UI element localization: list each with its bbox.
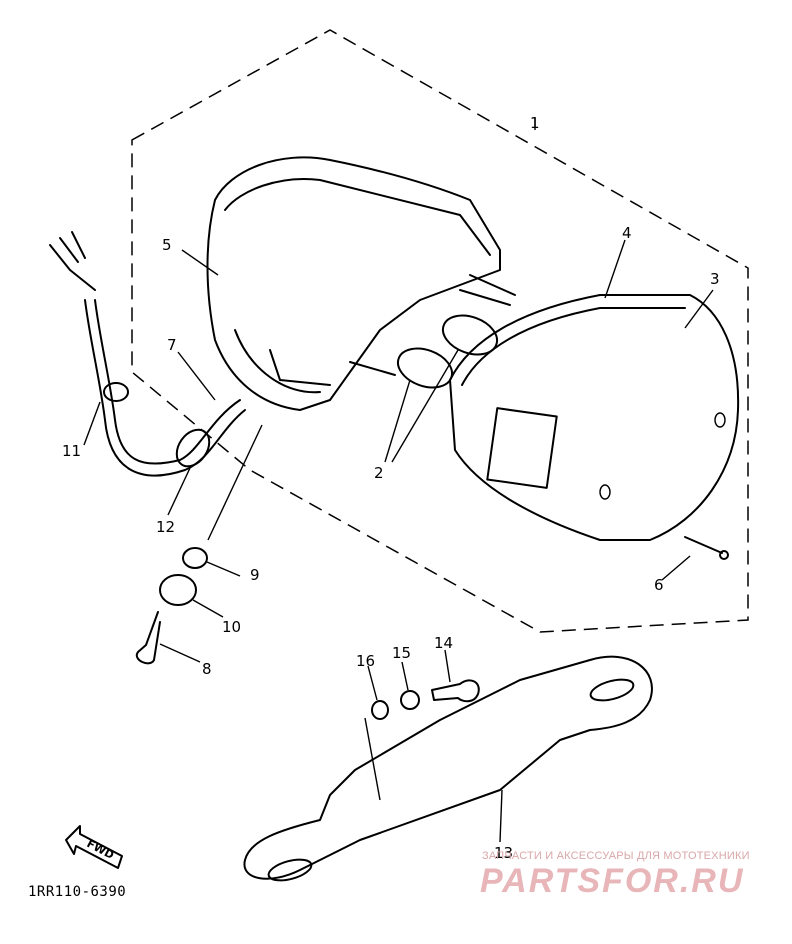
part-label-11: 11 <box>62 442 82 460</box>
part-label-12: 12 <box>156 518 176 536</box>
license-bracket <box>243 655 653 882</box>
part-label-1: 1 <box>530 114 540 132</box>
part-label-6: 6 <box>654 576 664 594</box>
part-label-9: 9 <box>250 566 260 584</box>
bracket-fasteners <box>371 679 480 720</box>
watermark-tagline: ЗАПЧАСТИ И АКСЕССУАРЫ ДЛЯ МОТОТЕХНИКИ <box>482 850 750 862</box>
part-label-5: 5 <box>162 236 172 254</box>
lens-housing <box>206 156 516 411</box>
part-label-16: 16 <box>356 652 376 670</box>
part-label-10: 10 <box>222 618 242 636</box>
part-label-13: 13 <box>494 844 514 862</box>
part-label-2: 2 <box>374 464 384 482</box>
part-label-3: 3 <box>710 270 720 288</box>
part-label-15: 15 <box>392 644 412 662</box>
mounting-hardware <box>135 547 208 665</box>
part-label-7: 7 <box>167 336 177 354</box>
bulbs <box>349 314 499 389</box>
lens-and-gasket <box>449 294 740 541</box>
part-label-8: 8 <box>202 660 212 678</box>
drawing-code: 1RR110-6390 <box>28 884 127 900</box>
lens-screw <box>684 536 729 560</box>
forward-arrow-icon <box>65 825 123 869</box>
watermark-logo: PARTSFOR.RU <box>480 862 745 900</box>
assembly-outline <box>131 29 749 633</box>
wiring-harness <box>49 231 246 477</box>
part-label-14: 14 <box>434 634 454 652</box>
leader-lines <box>83 239 714 843</box>
part-label-4: 4 <box>622 224 632 242</box>
